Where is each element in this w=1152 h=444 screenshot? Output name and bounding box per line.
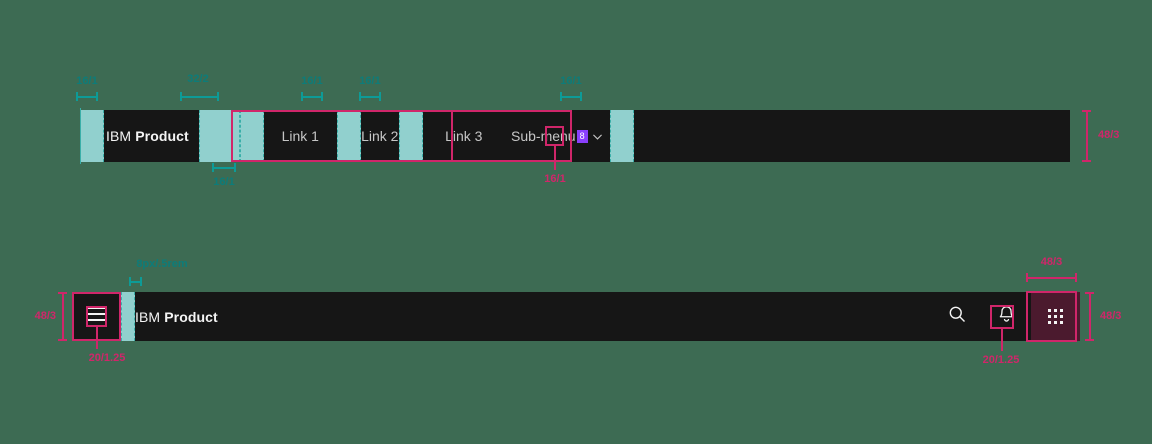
nav-link-3[interactable]: Link 3 bbox=[423, 110, 505, 162]
bell-icon-measure-leader bbox=[1001, 329, 1003, 351]
annotation-label-app-switcher-height: 48/3 bbox=[1100, 310, 1122, 322]
nav-link-2-label: Link 2 bbox=[361, 128, 399, 144]
guide-bar-left-edge bbox=[80, 108, 81, 164]
spacer-after-link2 bbox=[398, 110, 423, 162]
search-icon bbox=[947, 304, 968, 330]
spacer-submenu-trailing bbox=[609, 110, 634, 162]
annotation-rule-brand-trailing-spacer bbox=[180, 92, 219, 101]
submenu-count-badge: 8 bbox=[576, 129, 588, 143]
secondary-brand-name: Product bbox=[164, 308, 218, 325]
annotation-label-chevron-size: 16/1 bbox=[544, 173, 566, 185]
annotation-label-menu-icon-size: 20/1.25 bbox=[88, 352, 126, 364]
brand-prefix: IBM bbox=[106, 128, 132, 144]
hamburger-menu-icon bbox=[86, 306, 107, 327]
annotation-rule-app-switcher-height bbox=[1085, 292, 1094, 341]
spacer-leading bbox=[80, 110, 104, 162]
annotation-rule-leading-spacer bbox=[76, 92, 98, 101]
annotation-rule-link2-gap bbox=[359, 92, 381, 101]
annotation-rule-menu-button-height bbox=[58, 292, 67, 341]
annotation-rule-submenu-trailing-spacer bbox=[560, 92, 582, 101]
app-switcher-button[interactable] bbox=[1031, 292, 1080, 341]
annotation-label-link2-gap: 16/1 bbox=[359, 75, 381, 87]
spacer-after-link1 bbox=[336, 110, 361, 162]
primary-brand[interactable]: IBM Product bbox=[104, 110, 189, 162]
nav-submenu-label: Sub-menu bbox=[511, 128, 576, 144]
primary-navbar: IBM Product Link 1 Link 2 Link 3 Sub-men… bbox=[80, 110, 1070, 162]
annotation-rule-app-switcher-width bbox=[1026, 273, 1077, 282]
chevron-down-icon[interactable] bbox=[591, 130, 604, 143]
nav-link-2[interactable]: Link 2 bbox=[361, 110, 399, 162]
annotation-label-bell-icon-size: 20/1.25 bbox=[982, 354, 1020, 366]
annotation-label-brand-trailing-spacer: 32/2 bbox=[187, 73, 209, 85]
notification-button[interactable] bbox=[982, 292, 1031, 341]
annotation-rule-link1-gap bbox=[301, 92, 323, 101]
chevron-measure-leader bbox=[554, 146, 556, 170]
annotation-label-leading-spacer: 16/1 bbox=[76, 75, 98, 87]
brand-name: Product bbox=[135, 128, 189, 144]
annotation-rule-brand-bottom-gap bbox=[212, 163, 236, 172]
annotation-label-menu-button-height: 48/3 bbox=[34, 310, 56, 322]
secondary-brand-prefix: IBM bbox=[135, 308, 161, 325]
nav-submenu[interactable]: Sub-menu 8 bbox=[505, 110, 610, 162]
nav-link-1-label: Link 1 bbox=[281, 128, 319, 144]
spacer-secondary-brand-left bbox=[121, 292, 135, 341]
menu-icon-measure-leader bbox=[96, 327, 98, 349]
annotation-label-brand-left-gap: 8px/.5rem bbox=[136, 258, 188, 270]
spacer-before-link1 bbox=[239, 110, 264, 162]
search-button[interactable] bbox=[933, 292, 982, 341]
annotation-rule-brand-left-gap bbox=[129, 277, 142, 286]
notification-bell-icon bbox=[996, 304, 1017, 330]
annotation-label-brand-bottom-gap: 16/1 bbox=[213, 176, 235, 188]
annotation-label-link1-gap: 16/1 bbox=[301, 75, 323, 87]
annotation-label-primary-bar-height: 48/3 bbox=[1098, 129, 1120, 141]
secondary-brand[interactable]: IBM Product bbox=[135, 292, 933, 341]
annotation-rule-primary-bar-height bbox=[1082, 110, 1091, 162]
app-switcher-grid-icon bbox=[1048, 309, 1063, 324]
secondary-navbar: IBM Product bbox=[72, 292, 1080, 341]
nav-link-3-label: Link 3 bbox=[445, 128, 483, 144]
nav-link-1[interactable]: Link 1 bbox=[264, 110, 337, 162]
annotation-label-app-switcher-width: 48/3 bbox=[1040, 256, 1063, 268]
annotation-label-submenu-trailing-spacer: 16/1 bbox=[560, 75, 582, 87]
spacer-brand-trailing bbox=[198, 110, 240, 162]
